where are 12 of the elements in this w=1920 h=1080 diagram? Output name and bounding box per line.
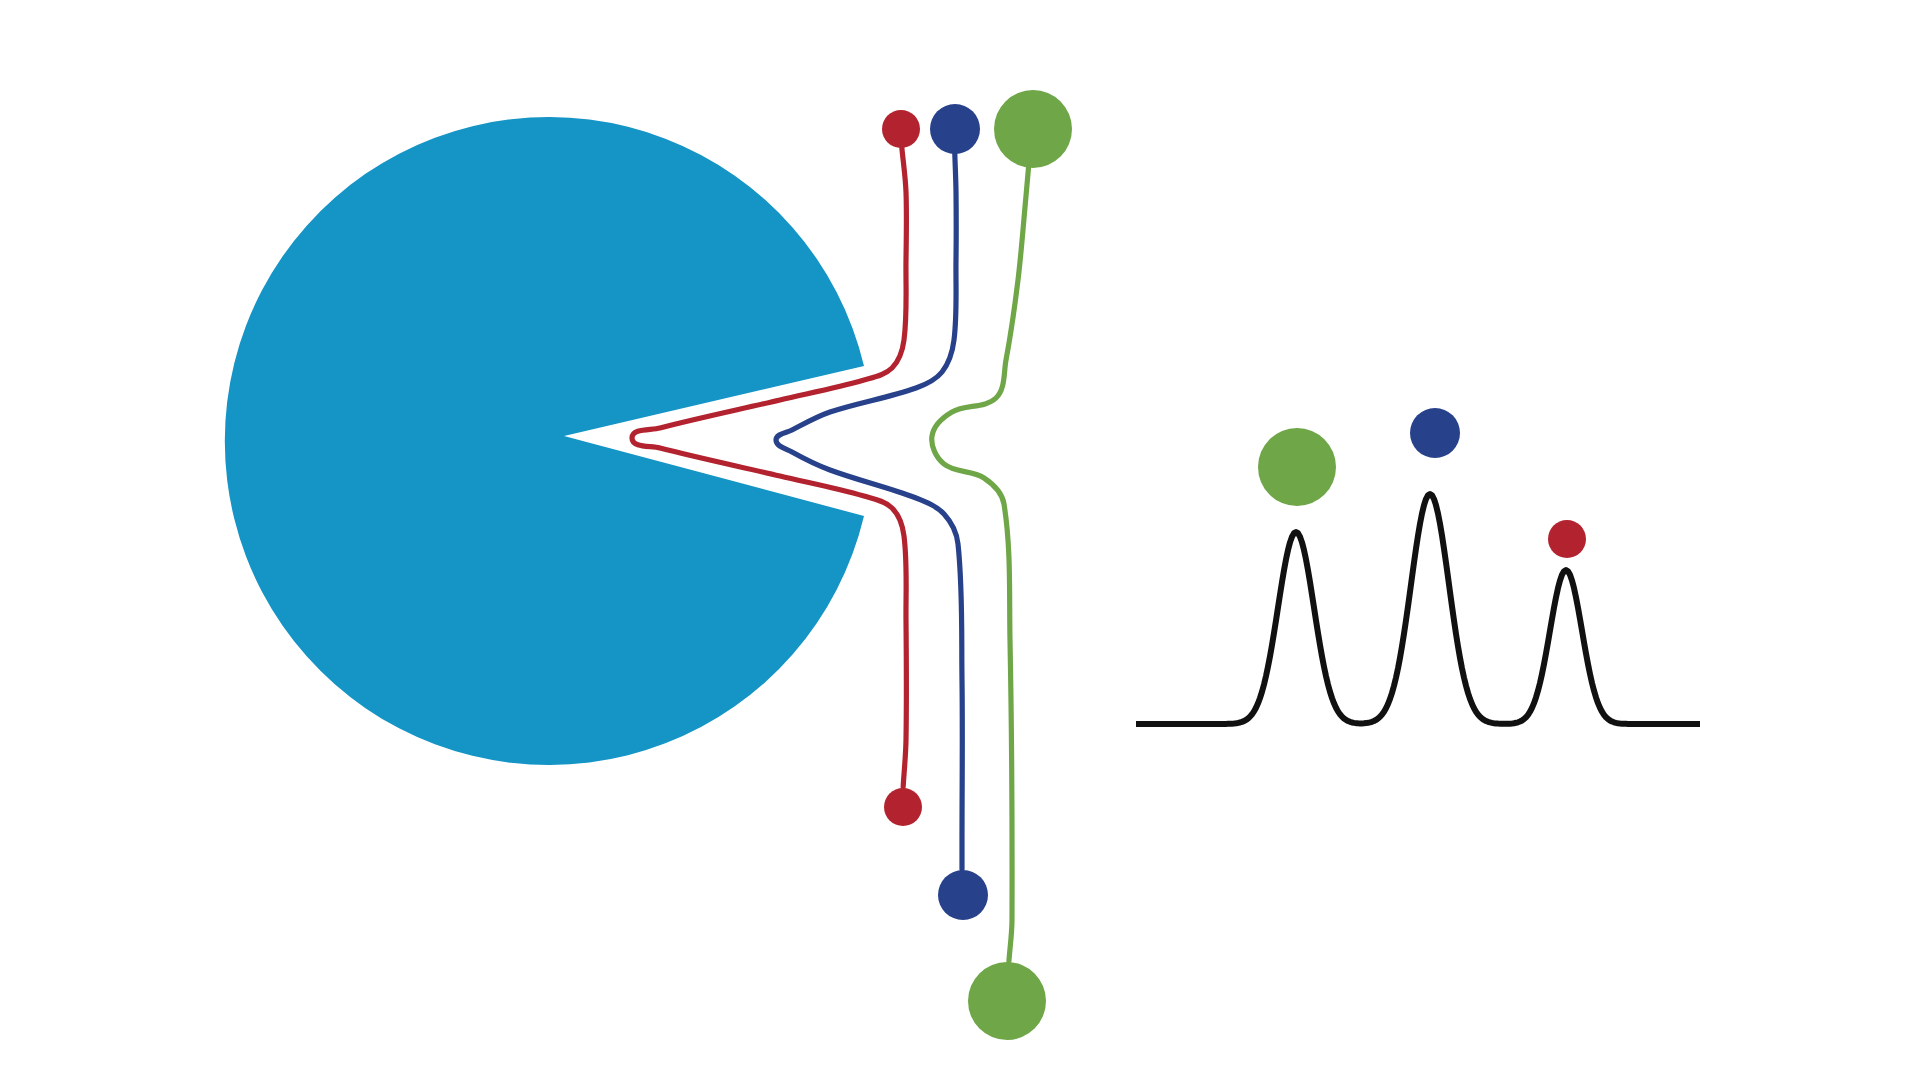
large-dot [967, 961, 1045, 1039]
flow-path-line [929, 164, 1032, 964]
small-dot [1547, 519, 1585, 557]
flow-path-line [773, 150, 965, 872]
medium-dot [929, 103, 979, 153]
large-dot [1257, 427, 1335, 505]
medium-dot [1409, 407, 1459, 457]
large-dot [993, 89, 1071, 167]
small-dot [883, 787, 921, 825]
flow-path-line [629, 144, 910, 790]
small-dot [881, 109, 919, 147]
medium-dot [937, 869, 987, 919]
